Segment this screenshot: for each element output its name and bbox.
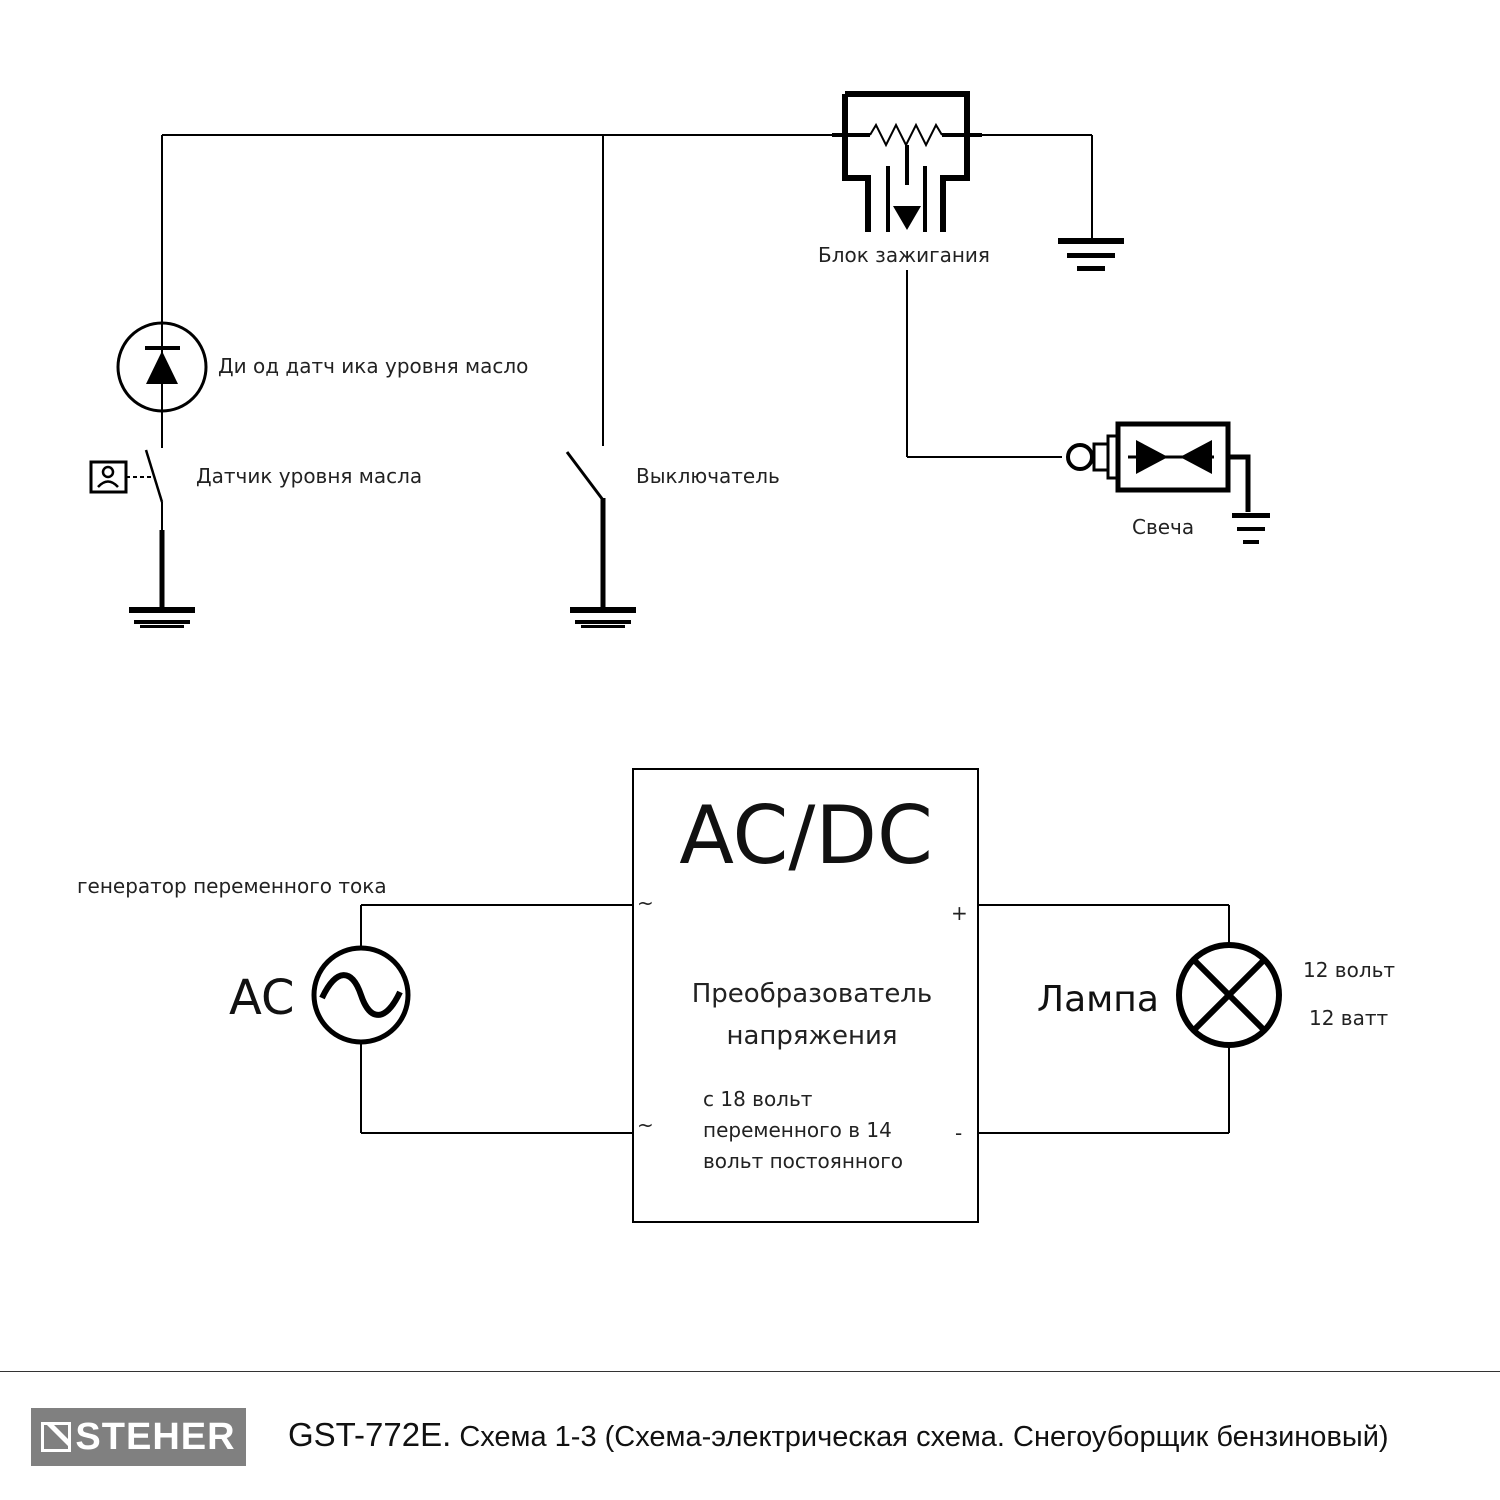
plus-terminal-symbol: + [951,901,968,925]
ground-symbol [570,607,636,628]
oil-level-sensor-symbol [89,449,164,503]
wiring-diagram: Блок зажигания Ди од датч ика уровня мас… [77,91,1395,1223]
converter-title: AC/DC [679,789,933,882]
caption-text: Схема 1-3 (Схема-электрическая схема. Сн… [459,1421,1389,1453]
diode-label: Ди од датч ика уровня масло [218,354,528,378]
ac-generator-symbol [311,945,411,1045]
lamp-label: Лампа [1037,979,1159,1020]
spark-plug-label: Свеча [1132,515,1194,539]
lamp-symbol [1176,942,1282,1048]
converter-name-line2: напряжения [726,1021,897,1051]
input-top-symbol: ~ [637,891,654,915]
converter-spec-line3: вольт постоянного [703,1149,903,1173]
model-number: GST-772E. [288,1416,452,1453]
brand-name: STEHER [75,1416,236,1458]
spark-plug-symbol [1066,421,1251,512]
converter-name-line1: Преобразователь [692,979,933,1009]
generator-label: генератор переменного тока [77,874,387,898]
ignition-block-symbol [832,91,982,232]
input-bottom-symbol: ~ [637,1113,654,1137]
lamp-power: 12 ватт [1309,1006,1389,1030]
footer-caption: GST-772E. Схема 1-3 (Схема-электрическая… [288,1416,1389,1454]
brand-logo: STEHER [31,1408,246,1466]
oil-level-diode-symbol [116,321,208,413]
converter-box [632,768,979,1223]
brand-logo-icon [41,1422,72,1452]
ground-symbol [1232,513,1270,544]
converter-spec-line1: с 18 вольт [703,1087,813,1111]
switch-symbol [565,451,605,501]
bottom-circuit [360,904,1230,1134]
ac-label: AC [229,970,295,1026]
ground-symbol [1058,238,1124,271]
ground-symbol [129,607,195,628]
ignition-block-label: Блок зажигания [818,243,990,267]
top-circuit [159,134,1093,610]
footer-divider [0,1371,1500,1372]
minus-terminal-symbol: - [955,1121,962,1145]
oil-sensor-label: Датчик уровня масла [196,464,422,488]
converter-spec-line2: переменного в 14 [703,1118,892,1142]
lamp-voltage: 12 вольт [1303,958,1395,982]
switch-label: Выключатель [636,464,780,488]
